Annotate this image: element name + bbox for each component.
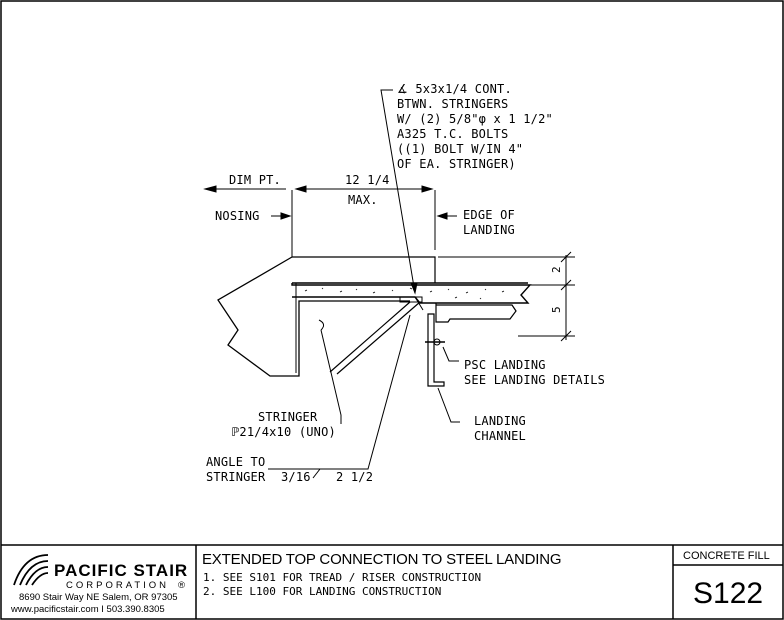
angle-to-stringer-line-2: STRINGER	[206, 470, 266, 484]
company-address: 8690 Stair Way NE Salem, OR 97305	[19, 592, 178, 603]
angle-note-line-5: ((1) BOLT W/IN 4"	[397, 142, 523, 156]
landing-channel-line-1: LANDING	[474, 414, 526, 428]
nosing-label: NOSING	[215, 209, 260, 223]
weld-size-label: 3/16	[281, 470, 311, 484]
company-logo-icon	[13, 554, 49, 586]
psc-landing-line-2: SEE LANDING DETAILS	[464, 373, 605, 387]
edge-of-landing-line-2: LANDING	[463, 223, 515, 237]
angle-to-stringer-line-1: ANGLE TO	[206, 455, 265, 469]
title-block	[1, 544, 783, 619]
angle-note-line-2: BTWN. STRINGERS	[397, 97, 508, 111]
edge-of-landing-line-1: EDGE OF	[463, 208, 515, 222]
landing-channel-section	[425, 303, 517, 387]
stringer-line-2: ℙ21/4x10 (UNO)	[232, 425, 336, 439]
angle-note-line-6: OF EA. STRINGER)	[397, 157, 516, 171]
weld-length-label: 2 1/2	[336, 470, 373, 484]
drawing-title: EXTENDED TOP CONNECTION TO STEEL LANDING	[202, 551, 561, 568]
note-2: 2. SEE L100 FOR LANDING CONSTRUCTION	[203, 585, 441, 598]
concrete-landing-slab	[291, 282, 532, 304]
registered-mark: ®	[178, 580, 185, 591]
dim-value-label: 12 1/4	[345, 173, 390, 187]
angle-note-line-4: A325 T.C. BOLTS	[397, 127, 508, 141]
angle-callout: ∡ 5x3x1/4 CONT. BTWN. STRINGERS W/ (2) 5…	[397, 82, 553, 171]
note-1: 1. SEE S101 FOR TREAD / RISER CONSTRUCTI…	[203, 571, 481, 584]
angle-note-line-1: ∡ 5x3x1/4 CONT.	[397, 82, 512, 96]
company-contact: www.pacificstair.com I 503.390.8305	[10, 604, 165, 615]
steel-angle	[399, 296, 424, 311]
stringer-line-1: STRINGER	[258, 410, 318, 424]
slab-dim-side: 5	[550, 306, 563, 313]
slab-dim-top: 2	[550, 266, 563, 273]
category-label: CONCRETE FILL	[683, 550, 770, 562]
dim-max-label: MAX.	[348, 193, 378, 207]
company-name: PACIFIC STAIR	[54, 561, 188, 580]
company-subname: CORPORATION	[66, 580, 169, 591]
leader-lines	[268, 89, 460, 479]
sheet-number: S122	[693, 577, 763, 610]
dimension-lines	[203, 185, 575, 342]
psc-landing-line-1: PSC LANDING	[464, 358, 546, 372]
landing-channel-line-2: CHANNEL	[474, 429, 526, 443]
detail-drawing	[203, 89, 575, 479]
stair-stringer-profile	[217, 256, 436, 377]
angle-note-line-3: W/ (2) 5/8"φ x 1 1/2"	[397, 112, 553, 126]
dim-pt-label: DIM PT.	[229, 173, 281, 187]
